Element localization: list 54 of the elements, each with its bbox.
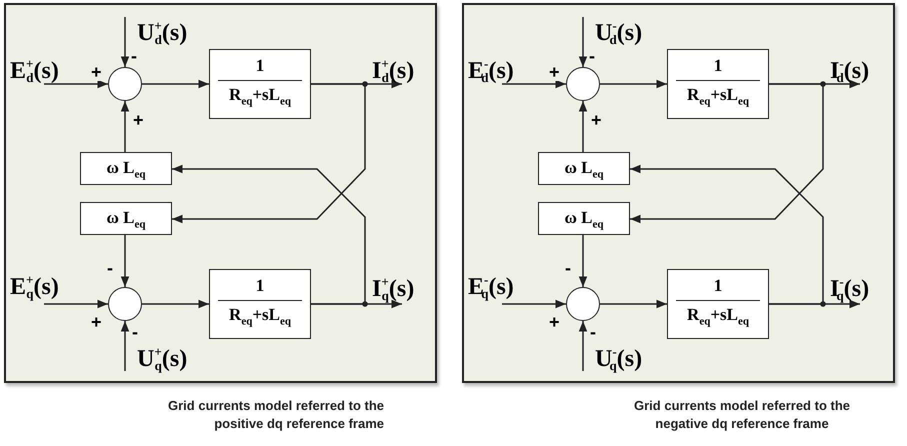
input-signal-label: E$^{+}$$_{q}$(s) bbox=[10, 265, 86, 299]
arrow bbox=[142, 300, 209, 308]
denominator: R$_{eq}$+sL$_{eq}$ bbox=[686, 85, 750, 108]
arrow bbox=[600, 300, 667, 308]
gain-block: ω L$_{eq}$ bbox=[538, 152, 630, 185]
input-signal-label: U$^{+}$$_{q}$(s) bbox=[137, 337, 213, 371]
output-signal-label: I$^{-}$$_{q}$(s) bbox=[830, 267, 894, 301]
transfer-function-block bbox=[667, 49, 769, 119]
arrow bbox=[502, 80, 566, 88]
numerator: 1 bbox=[676, 276, 760, 301]
arrow bbox=[600, 80, 667, 88]
transfer-function-block bbox=[667, 269, 769, 339]
arrow bbox=[630, 83, 824, 224]
transfer-function-block bbox=[209, 49, 311, 119]
arrow bbox=[578, 17, 588, 67]
numerator: 1 bbox=[218, 276, 302, 301]
panel-caption: Grid currents model referred to the negative dq reference frame bbox=[633, 397, 851, 433]
arrow bbox=[44, 80, 108, 88]
arrow bbox=[120, 17, 130, 67]
summing-junction bbox=[566, 67, 600, 101]
gain-block: ω L$_{eq}$ bbox=[80, 202, 172, 235]
arrow bbox=[120, 321, 130, 371]
arrow bbox=[142, 80, 209, 88]
gain-block: ω L$_{eq}$ bbox=[538, 202, 630, 235]
output-signal-label: I$^{+}$$_{q}$(s) bbox=[372, 267, 436, 301]
arrow bbox=[502, 300, 566, 308]
arrow bbox=[120, 235, 130, 287]
input-signal-label: E$^{-}$$_{q}$(s) bbox=[468, 265, 544, 299]
arrow bbox=[578, 321, 588, 371]
arrow bbox=[578, 235, 588, 287]
summing-junction bbox=[566, 287, 600, 321]
arrow bbox=[44, 300, 108, 308]
arrow bbox=[172, 164, 366, 305]
output-signal-label: I$^{+}$$_{d}$(s) bbox=[372, 49, 436, 81]
arrow bbox=[172, 83, 366, 224]
input-signal-label: U$^{+}$$_{d}$(s) bbox=[137, 11, 213, 45]
input-signal-label: U$^{-}$$_{d}$(s) bbox=[595, 11, 671, 45]
denominator: R$_{eq}$+sL$_{eq}$ bbox=[228, 305, 292, 328]
numerator: 1 bbox=[218, 56, 302, 81]
transfer-function-block bbox=[209, 269, 311, 339]
denominator: R$_{eq}$+sL$_{eq}$ bbox=[686, 305, 750, 328]
summing-junction bbox=[108, 287, 142, 321]
input-signal-label: E$^{+}$$_{d}$(s) bbox=[10, 49, 86, 81]
summing-junction bbox=[108, 67, 142, 101]
arrow bbox=[630, 164, 824, 305]
numerator: 1 bbox=[676, 56, 760, 81]
panel-caption: Grid currents model referred to the positive dq reference frame bbox=[167, 397, 384, 433]
gain-block: ω L$_{eq}$ bbox=[80, 152, 172, 185]
input-signal-label: U$^{-}$$_{q}$(s) bbox=[595, 337, 671, 371]
denominator: R$_{eq}$+sL$_{eq}$ bbox=[228, 85, 292, 108]
input-signal-label: E$^{-}$$_{d}$(s) bbox=[468, 49, 544, 81]
output-signal-label: I$^{-}$$_{d}$(s) bbox=[830, 49, 894, 81]
arrow bbox=[120, 101, 130, 152]
arrow bbox=[578, 101, 588, 152]
